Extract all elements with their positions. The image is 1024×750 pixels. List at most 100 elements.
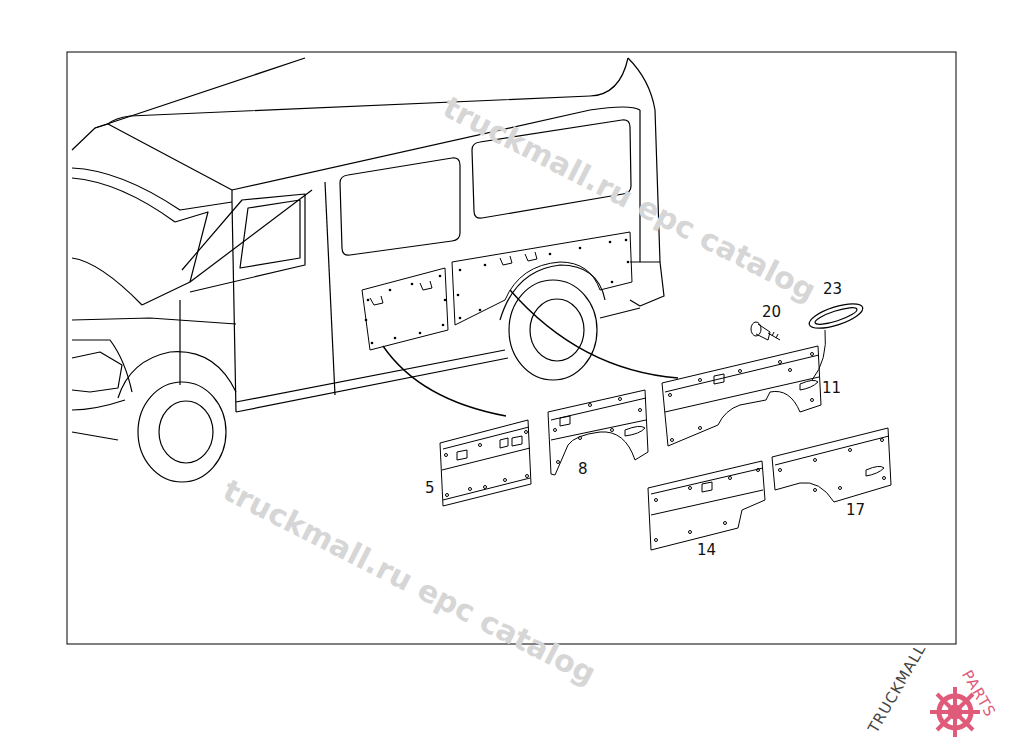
wheels <box>118 265 605 482</box>
panel-holes-part <box>627 261 630 264</box>
part-11-panel-part <box>699 427 702 430</box>
part-8-panel-part <box>548 390 648 475</box>
part-14-panel-part <box>689 531 692 534</box>
panel-holes-part <box>625 239 628 242</box>
part-11-panel-part <box>811 399 814 402</box>
part-11-panel-part <box>739 370 742 373</box>
grommet-symbol-part <box>814 304 859 327</box>
van-body-part <box>108 124 232 202</box>
part-11-panel-part <box>662 346 821 446</box>
van-body-part <box>240 200 300 268</box>
part-11-panel-part <box>669 394 672 397</box>
installed-panels-part <box>420 281 432 290</box>
callout-number: 5 <box>425 481 435 496</box>
panel-holes-part <box>611 281 614 284</box>
panel-holes-part <box>457 294 460 297</box>
panel-holes-part <box>367 299 370 302</box>
part-5-panel-part <box>479 444 482 447</box>
part-5-panel-part <box>446 494 449 497</box>
callout-number: 17 <box>846 503 865 518</box>
part-5-panel-part <box>442 448 530 470</box>
frame-part <box>67 52 956 644</box>
van-body-part <box>142 212 208 305</box>
logo-text: TRUCKMALL <box>866 642 929 736</box>
part-17-panel-part <box>881 439 884 442</box>
van-body-part <box>72 432 118 440</box>
leader-lines-part <box>510 290 678 378</box>
installed-panels <box>362 232 632 350</box>
part-11-panel-part <box>699 379 702 382</box>
part-8-panel-part <box>625 426 645 436</box>
leader-small <box>812 330 825 380</box>
part-11-panel-part <box>811 353 814 356</box>
van-body-part <box>72 58 305 150</box>
watermark: truckmall.ru epc catalog <box>218 475 600 689</box>
part-17-panel-part <box>814 489 817 492</box>
panel-holes-part <box>444 299 447 302</box>
part-17-panel-part <box>779 469 782 472</box>
panel-holes-part <box>479 309 482 312</box>
part-17-panel <box>772 428 891 502</box>
part-11-panel-part <box>714 374 724 384</box>
van-body-part <box>325 182 335 395</box>
part-17-panel-part <box>839 487 842 490</box>
panel-holes-part <box>419 332 422 335</box>
frame <box>67 52 956 644</box>
part-8-panel-part <box>560 416 570 426</box>
part-14-panel-part <box>651 468 763 494</box>
installed-panels-part <box>525 252 537 261</box>
part-5-panel-part <box>443 478 530 500</box>
grommet-symbol <box>807 299 866 333</box>
van-body-part <box>179 300 180 385</box>
leader-small-part <box>812 330 825 380</box>
van-body-part <box>600 308 640 318</box>
part-5-panel-part <box>525 431 528 434</box>
panel-holes-part <box>389 289 392 292</box>
van-body-part <box>72 340 132 392</box>
callout-number: 20 <box>762 305 781 320</box>
part-17-panel-part <box>814 459 817 462</box>
van-body-part <box>236 358 508 412</box>
part-11-panel-part <box>779 361 782 364</box>
part-8-panel-part <box>557 461 560 464</box>
wheels-part <box>159 401 213 463</box>
part-11-panel-part <box>789 369 792 372</box>
part-5-panel-part <box>440 420 531 506</box>
grommet-symbol-part <box>807 299 866 333</box>
wheels-part <box>530 299 584 361</box>
windows-part <box>340 158 460 255</box>
part-11-panel <box>662 346 821 446</box>
part-17-panel-part <box>866 466 884 476</box>
panel-holes-part <box>411 283 414 286</box>
panel-holes-part <box>371 342 374 345</box>
part-8-panel <box>548 390 648 475</box>
part-14-panel-part <box>655 539 658 542</box>
van-body-part <box>72 352 122 392</box>
part-8-panel-part <box>611 429 614 432</box>
part-14-panel-part <box>702 482 712 492</box>
panel-holes-part <box>579 247 582 250</box>
panel-holes-part <box>394 337 397 340</box>
part-5-panel-part <box>443 427 529 449</box>
panel-holes-part <box>459 269 462 272</box>
part-14-panel-part <box>689 487 692 490</box>
panel-holes-part <box>442 324 445 327</box>
part-14-panel-part <box>757 469 760 472</box>
part-11-panel-part <box>671 439 674 442</box>
van-body-part <box>628 58 660 262</box>
part-5-panel-part <box>457 450 467 460</box>
van-body-part <box>72 178 175 222</box>
van-body-part <box>72 258 142 305</box>
van-body-part <box>639 110 640 262</box>
part-5-panel-part <box>512 436 522 446</box>
part-11-panel-part <box>800 380 818 390</box>
part-14-panel-part <box>651 490 763 515</box>
callout-number: 14 <box>697 543 716 558</box>
van-body-part <box>630 262 664 306</box>
part-8-panel-part <box>579 437 582 440</box>
leader-lines-part <box>383 346 506 416</box>
panel-holes-part <box>609 241 612 244</box>
part-17-panel-part <box>775 436 889 465</box>
part-11-panel-part <box>665 377 819 412</box>
part-14-panel-part <box>724 522 727 525</box>
